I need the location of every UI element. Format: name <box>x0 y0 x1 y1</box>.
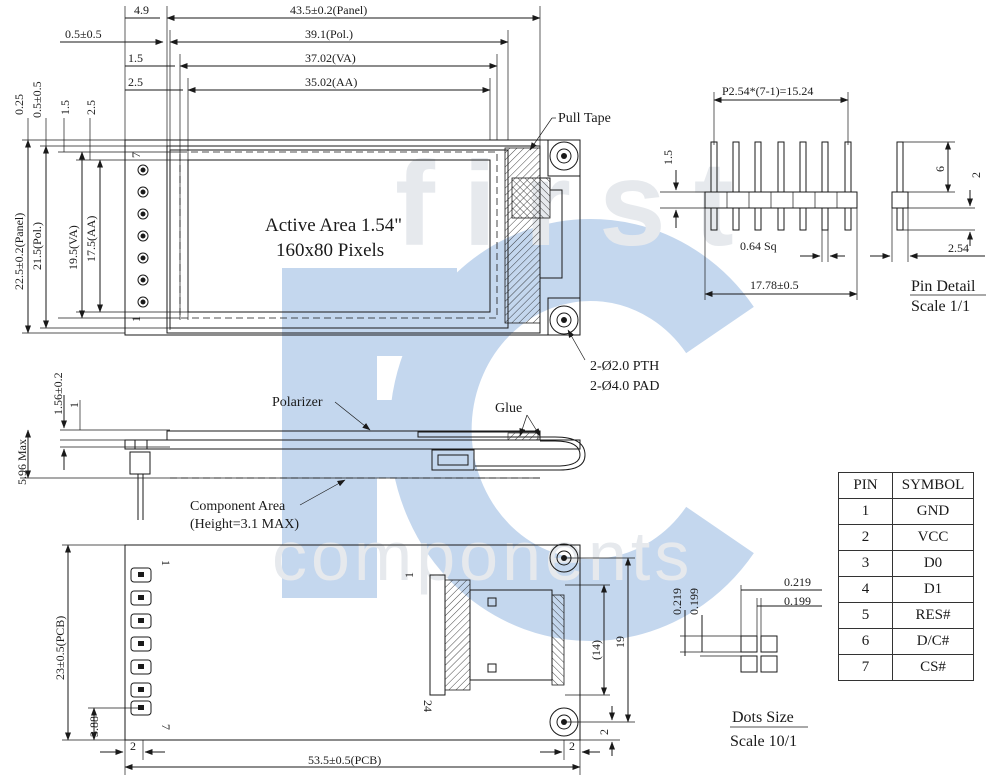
dim-v-offset-2: 0.5±0.5 <box>30 81 44 118</box>
dim-pcb-width: 53.5±0.5(PCB) <box>308 753 381 767</box>
watermark-bottom-word: components <box>272 517 693 595</box>
dim-v-offset-1: 0.25 <box>12 94 26 115</box>
component-area-label: Component Area <box>190 499 286 514</box>
pin-height-6: 6 <box>933 166 947 172</box>
symbol-header: SYMBOL <box>892 472 974 499</box>
pin-number: 6 <box>838 628 893 655</box>
header-pins <box>137 164 149 308</box>
bottom-header-pads <box>130 567 152 716</box>
pin-symbol: D1 <box>892 576 974 603</box>
bottom-pin-bottom: 7 <box>159 724 173 730</box>
dim-height-panel: 22.5±0.2(Panel) <box>12 213 26 290</box>
dim-hole-spacing: 19 <box>613 636 627 648</box>
dim-width-aa: 35.02(AA) <box>305 75 357 89</box>
active-area-pixels: 160x80 Pixels <box>276 240 384 261</box>
pull-tape-label: Pull Tape <box>558 111 611 126</box>
dots-size-h: 0.199 <box>784 594 811 608</box>
dim-offset-pol: 0.5±0.5 <box>65 27 102 41</box>
dim-v-offset-3: 1.5 <box>58 100 72 115</box>
top-pin-last: 1 <box>129 316 143 322</box>
glue-label: Glue <box>495 401 522 416</box>
fpc-pin-top: 1 <box>402 572 416 578</box>
dim-fpc-height: (14) <box>589 640 603 660</box>
pin-detail: P2.54*(7-1)=15.24 1.5 0.64 Sq <box>660 84 986 315</box>
dim-left-margin: 2 <box>130 739 136 753</box>
dim-height-aa: 17.5(AA) <box>84 216 98 262</box>
dim-height-va: 19.5(VA) <box>66 225 80 270</box>
pin-number: 4 <box>838 576 893 603</box>
pin-symbol: D/C# <box>892 628 974 655</box>
dots-pitch-h: 0.219 <box>784 575 811 589</box>
dim-offset-aa: 2.5 <box>128 75 143 89</box>
pin-number: 7 <box>838 654 893 681</box>
dim-width-pol: 39.1(Pol.) <box>305 27 353 41</box>
side-view: 1.56±0.2 1 5.96 Max Polarizer Glue Compo… <box>15 372 586 532</box>
pin-number: 1 <box>838 498 893 525</box>
pin-symbol: CS# <box>892 654 974 681</box>
pin-detail-title: Pin Detail <box>911 278 976 295</box>
watermark-top-word: first <box>395 137 762 271</box>
bottom-pin-top: 1 <box>159 560 173 566</box>
dim-width-va: 37.02(VA) <box>305 51 356 65</box>
pin-number: 3 <box>838 550 893 577</box>
dim-bottom-margin: 2 <box>597 729 611 735</box>
pin-table-header: PIN SYMBOL <box>838 472 974 499</box>
hole-pth-label: 2-Ø2.0 PTH <box>590 359 659 374</box>
dots-pitch-v: 0.219 <box>670 588 684 615</box>
pin-height-2: 2 <box>969 172 983 178</box>
dim-right-margin: 2 <box>569 739 575 753</box>
pin-symbol: RES# <box>892 602 974 629</box>
dots-size-v: 0.199 <box>687 588 701 615</box>
dim-thickness-small: 1 <box>67 402 81 408</box>
dim-width-panel: 43.5±0.2(Panel) <box>290 3 367 17</box>
bottom-view: 23±0.5(PCB) 3.88 2 53.5±0.5(PCB) 2 1 7 <box>53 543 635 775</box>
dots-scale: Scale 10/1 <box>730 733 797 750</box>
pin-symbol: D0 <box>892 550 974 577</box>
dim-thickness: 1.56±0.2 <box>51 372 65 415</box>
pin-side-pitch: 2.54 <box>948 241 969 255</box>
pin-number: 5 <box>838 602 893 629</box>
pin-pitch-label: P2.54*(7-1)=15.24 <box>722 84 813 98</box>
watermark-logo: first components <box>272 137 762 641</box>
dim-offset-va: 1.5 <box>128 51 143 65</box>
active-area-title: Active Area 1.54" <box>265 215 402 236</box>
top-view: 43.5±0.2(Panel) 4.9 39.1(Pol.) 0.5±0.5 3… <box>12 3 660 394</box>
dots-size: 0.219 0.199 0.219 0.199 Dots Size Scale … <box>670 575 822 750</box>
pin-height-small: 1.5 <box>661 150 675 165</box>
pin-number: 2 <box>838 524 893 551</box>
polarizer-label: Polarizer <box>272 395 323 410</box>
dim-max-height: 5.96 Max <box>15 439 29 485</box>
fpc-pin-bottom: 24 <box>421 700 435 712</box>
dots-title: Dots Size <box>732 709 794 726</box>
dim-v-offset-4: 2.5 <box>84 100 98 115</box>
dim-pin-offset: 3.88 <box>87 716 101 737</box>
dim-pcb-height: 23±0.5(PCB) <box>53 616 67 680</box>
pin-detail-scale: Scale 1/1 <box>911 298 970 315</box>
pin-size-label: 0.64 Sq <box>740 239 777 253</box>
pin-header: PIN <box>838 472 893 499</box>
top-pin-first: 7 <box>129 152 143 158</box>
dim-height-pol: 21.5(Pol.) <box>30 222 44 270</box>
dim-offset-panel: 4.9 <box>134 3 149 17</box>
pin-total-width: 17.78±0.5 <box>750 278 799 292</box>
pin-symbol: GND <box>892 498 974 525</box>
pin-symbol: VCC <box>892 524 974 551</box>
hole-pad-label: 2-Ø4.0 PAD <box>590 379 660 394</box>
component-area-height: (Height=3.1 MAX) <box>190 517 299 532</box>
